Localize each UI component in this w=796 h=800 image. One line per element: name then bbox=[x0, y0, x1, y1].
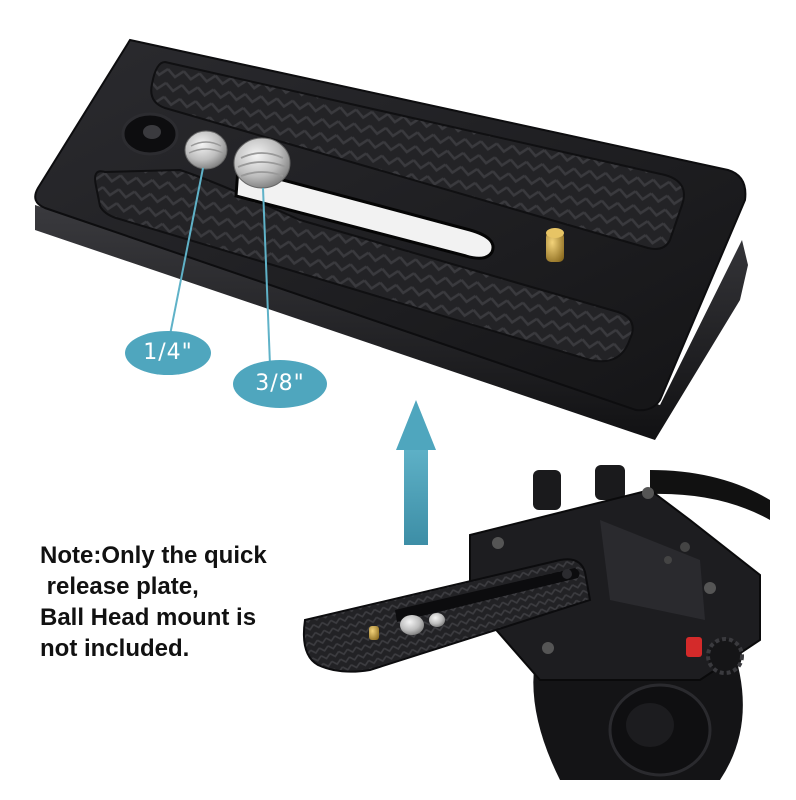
leader-line-three-eighth bbox=[262, 187, 271, 366]
up-arrow-icon bbox=[396, 400, 436, 545]
note-text: Note:Only the quick release plate, Ball … bbox=[40, 540, 340, 664]
note-line-2: release plate, bbox=[40, 573, 199, 600]
quarter-inch-screw bbox=[184, 130, 228, 170]
quick-release-plate bbox=[34, 38, 748, 440]
three-eighth-inch-screw bbox=[233, 137, 291, 189]
quarter-inch-label: 1/4" bbox=[125, 331, 211, 375]
fluid-head-photo bbox=[302, 465, 770, 780]
note-line-1: Note:Only the quick bbox=[40, 542, 267, 569]
note-line-3: Ball Head mount is bbox=[40, 604, 257, 631]
brass-pin bbox=[546, 228, 564, 262]
leader-line-quarter bbox=[169, 167, 204, 336]
note-line-4: not included. bbox=[40, 635, 190, 662]
three-eighth-inch-label: 3/8" bbox=[233, 360, 327, 408]
